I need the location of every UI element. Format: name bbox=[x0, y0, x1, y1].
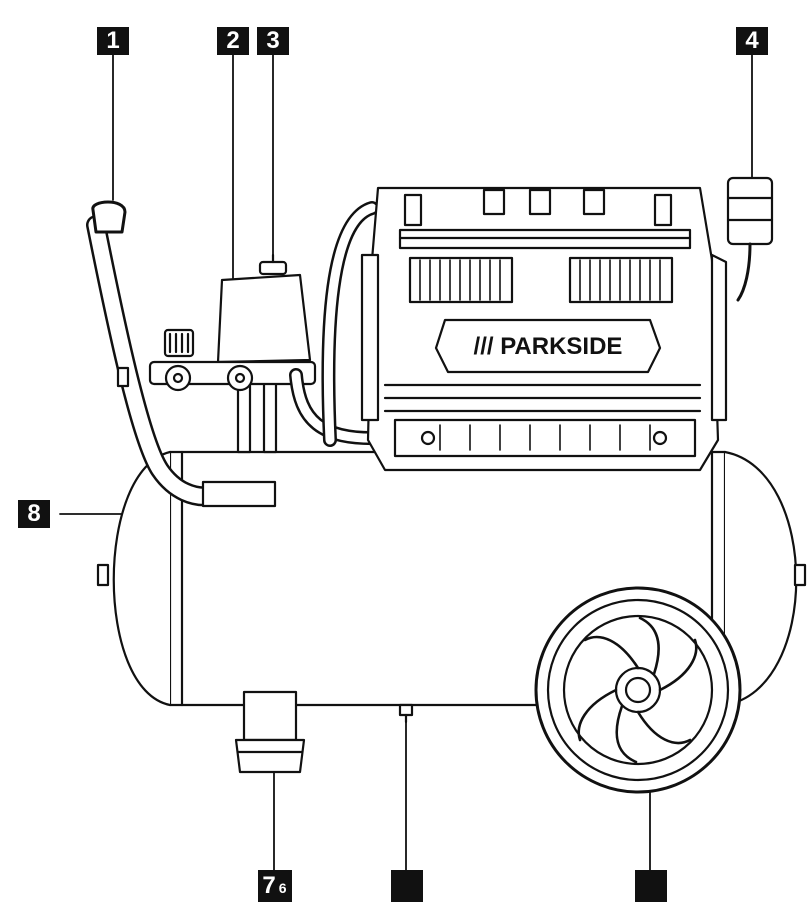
rubber-foot bbox=[234, 690, 306, 774]
callout-6-num: 6 bbox=[278, 880, 288, 896]
callout-2: 2 bbox=[217, 27, 249, 55]
pressure-regulator bbox=[116, 328, 317, 392]
callout-7-num: 7 bbox=[262, 872, 277, 899]
callout-wheel bbox=[635, 870, 667, 902]
pressure-switch bbox=[216, 253, 312, 454]
callout-drain bbox=[391, 870, 423, 902]
callout-3: 3 bbox=[257, 27, 289, 55]
callout-1: 1 bbox=[97, 27, 129, 55]
brand-label: /// PARKSIDE bbox=[474, 333, 623, 360]
drain-valve bbox=[398, 703, 414, 724]
callout-8: 8 bbox=[18, 500, 50, 528]
leader-lines bbox=[59, 53, 753, 871]
cable-holder bbox=[726, 176, 774, 302]
carry-handle bbox=[86, 200, 277, 508]
callout-4: 4 bbox=[736, 27, 768, 55]
motor-housing bbox=[360, 186, 728, 472]
wheel bbox=[534, 586, 742, 794]
